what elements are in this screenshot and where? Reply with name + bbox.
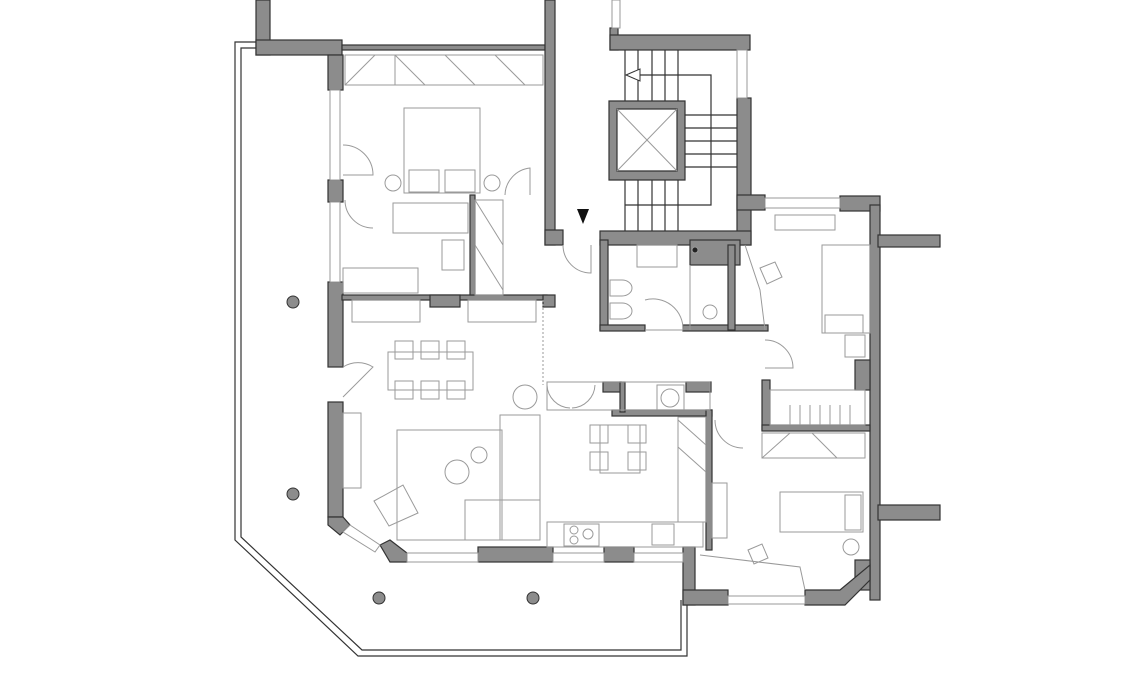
dining-table [387,351,474,391]
stair-direction-arrow-icon [624,68,641,82]
entrance-marker-icon [577,209,589,224]
terrace-outline [234,41,688,657]
guest-bathroom-fixtures [609,244,718,330]
washbasin [636,244,678,268]
bedroom-3-furniture [699,432,866,591]
counter [546,521,704,548]
shower-drain [702,304,718,320]
living-dining-furniture [342,299,544,541]
armchair [373,484,419,527]
windows [329,0,841,605]
bidet [609,279,633,297]
bathtub [392,202,469,234]
column [286,487,300,501]
master-bedroom-furniture [342,54,544,296]
washing-machine [656,384,685,411]
sink [651,523,675,546]
doors[interactable] [342,144,794,449]
cooktop [563,523,600,547]
bedroom-2-furniture [744,214,871,426]
column [286,295,300,309]
kitchen-table [599,424,641,474]
walls [255,0,941,606]
elevator [616,108,678,172]
terrace-columns [286,295,540,605]
sofa [499,414,541,541]
chair [747,543,769,565]
chair [759,261,783,285]
kitchen-furniture [546,381,711,548]
staircase [624,50,737,231]
column [526,591,540,605]
bed [403,107,481,194]
toilet [609,302,633,320]
wardrobe [769,389,866,426]
column [372,591,386,605]
rug [396,429,503,541]
bed [779,491,864,533]
